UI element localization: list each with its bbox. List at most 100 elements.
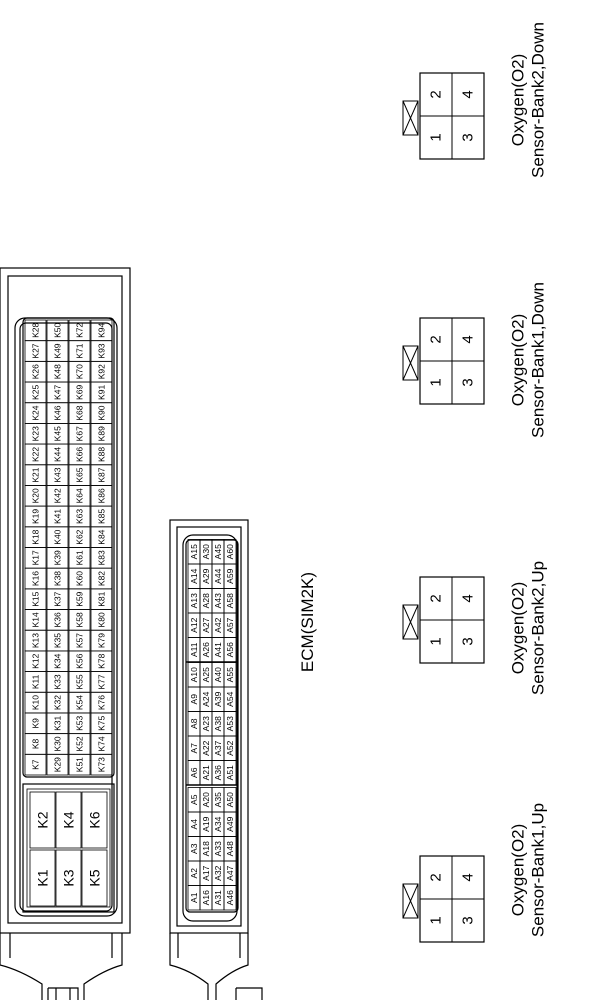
pin-label: K75 <box>97 715 107 730</box>
pin-label: K47 <box>53 385 63 400</box>
pin-label: A30 <box>201 544 211 559</box>
ecm-connector-k <box>0 267 131 934</box>
pin-label: A2 <box>189 868 199 879</box>
pin-label: A37 <box>213 740 223 755</box>
pin-cell <box>90 319 113 342</box>
connector-pin-label: 2 <box>428 594 445 602</box>
pin-label: A14 <box>189 568 199 583</box>
connector-pin-label: 4 <box>460 335 477 343</box>
pin-label: K15 <box>31 591 41 606</box>
pin-label: A19 <box>201 816 211 831</box>
connector-pin-label: 4 <box>460 594 477 602</box>
pin-label: A35 <box>213 792 223 807</box>
pin-cell <box>68 319 91 342</box>
pin-label: A29 <box>201 568 211 583</box>
pin-label: A9 <box>189 694 199 705</box>
pin-label: K24 <box>31 405 41 420</box>
pin-label: K89 <box>97 426 107 441</box>
pin-label: K20 <box>31 488 41 503</box>
connector-pin-label: 3 <box>460 133 477 141</box>
pin-label: K46 <box>53 405 63 420</box>
pin-label: K54 <box>75 695 85 710</box>
pin-label: K59 <box>75 591 85 606</box>
pin-label: A60 <box>225 544 235 559</box>
pin-label: K90 <box>97 405 107 420</box>
pin-label: K28 <box>31 323 41 338</box>
pin-label: A5 <box>189 794 199 805</box>
pin-label: K64 <box>75 488 85 503</box>
pin-label: A51 <box>225 765 235 780</box>
pin-label: K29 <box>53 757 63 772</box>
pin-label: K91 <box>97 385 107 400</box>
pin-label: K69 <box>75 385 85 400</box>
pin-label: A28 <box>201 593 211 608</box>
pin-label: K41 <box>53 509 63 524</box>
ecm-connector-k-header-block <box>22 783 115 913</box>
pin-label: A43 <box>213 593 223 608</box>
connector-key-tab <box>402 100 419 136</box>
pin-label: K31 <box>53 715 63 730</box>
pin-label: A46 <box>225 890 235 905</box>
pin-label: K84 <box>97 529 107 544</box>
pin-label: A13 <box>189 593 199 608</box>
pin-label: K87 <box>97 467 107 482</box>
pin-label: K33 <box>53 674 63 689</box>
pin-label: A25 <box>201 667 211 682</box>
pin-label: K62 <box>75 529 85 544</box>
connector-key-mark <box>402 345 419 381</box>
pin-label: K17 <box>31 550 41 565</box>
pin-label: K86 <box>97 488 107 503</box>
pin-label: K2 <box>35 811 51 828</box>
pin-label: K3 <box>61 869 77 886</box>
ecm-label: ECM(SIM2K) <box>298 572 317 672</box>
pin-label: K80 <box>97 612 107 627</box>
pin-label: K34 <box>53 653 63 668</box>
pin-label: A10 <box>189 667 199 682</box>
pin-label: K83 <box>97 550 107 565</box>
pin-label: K50 <box>53 323 63 338</box>
pin-label: K6 <box>87 811 103 828</box>
pin-label: K65 <box>75 467 85 482</box>
pin-label: K35 <box>53 633 63 648</box>
pin-label: A39 <box>213 691 223 706</box>
connector-pin-label: 4 <box>460 90 477 98</box>
pin-label: K58 <box>75 612 85 627</box>
pin-cell <box>29 791 56 849</box>
pin-label: K81 <box>97 591 107 606</box>
pin-label: A22 <box>201 740 211 755</box>
connector-pin-label: 2 <box>428 335 445 343</box>
pin-label: K48 <box>53 364 63 379</box>
pin-label: A12 <box>189 617 199 632</box>
pin-label: A4 <box>189 819 199 830</box>
pin-label: K92 <box>97 364 107 379</box>
pin-label: A49 <box>225 816 235 831</box>
pin-label: K67 <box>75 426 85 441</box>
pin-cell <box>81 791 108 849</box>
pin-label: K21 <box>31 467 41 482</box>
pin-label: A3 <box>189 843 199 854</box>
pin-label: A24 <box>201 691 211 706</box>
ecm-connector-k-pins: K7K8K9K10K11K12K13K14K15K16K17K18K19K20K… <box>22 317 115 778</box>
pin-label: A48 <box>225 841 235 856</box>
pin-label: K55 <box>75 674 85 689</box>
pin-label: K85 <box>97 509 107 524</box>
pin-label: A58 <box>225 593 235 608</box>
pin-label: K71 <box>75 343 85 358</box>
connector-pin-label: 1 <box>428 378 445 386</box>
connector-key-mark <box>402 100 419 136</box>
pin-label: K23 <box>31 426 41 441</box>
pin-label: A55 <box>225 667 235 682</box>
pin-label: A34 <box>213 816 223 831</box>
connector-pin-label: 2 <box>428 873 445 881</box>
pin-label: K18 <box>31 529 41 544</box>
ecm-connector-a-pins: A1A2A3A4A5A6A7A8A9A10A11A12A13A14A15A16A… <box>185 539 239 913</box>
sensor-label-line2: Sensor-Bank1,Up <box>529 803 548 937</box>
pin-label: A47 <box>225 865 235 880</box>
pin-label: K25 <box>31 385 41 400</box>
pin-label: K42 <box>53 488 63 503</box>
pin-label: A11 <box>189 642 199 657</box>
pin-label: K14 <box>31 612 41 627</box>
ecm-connector-a-latch <box>169 933 263 1000</box>
